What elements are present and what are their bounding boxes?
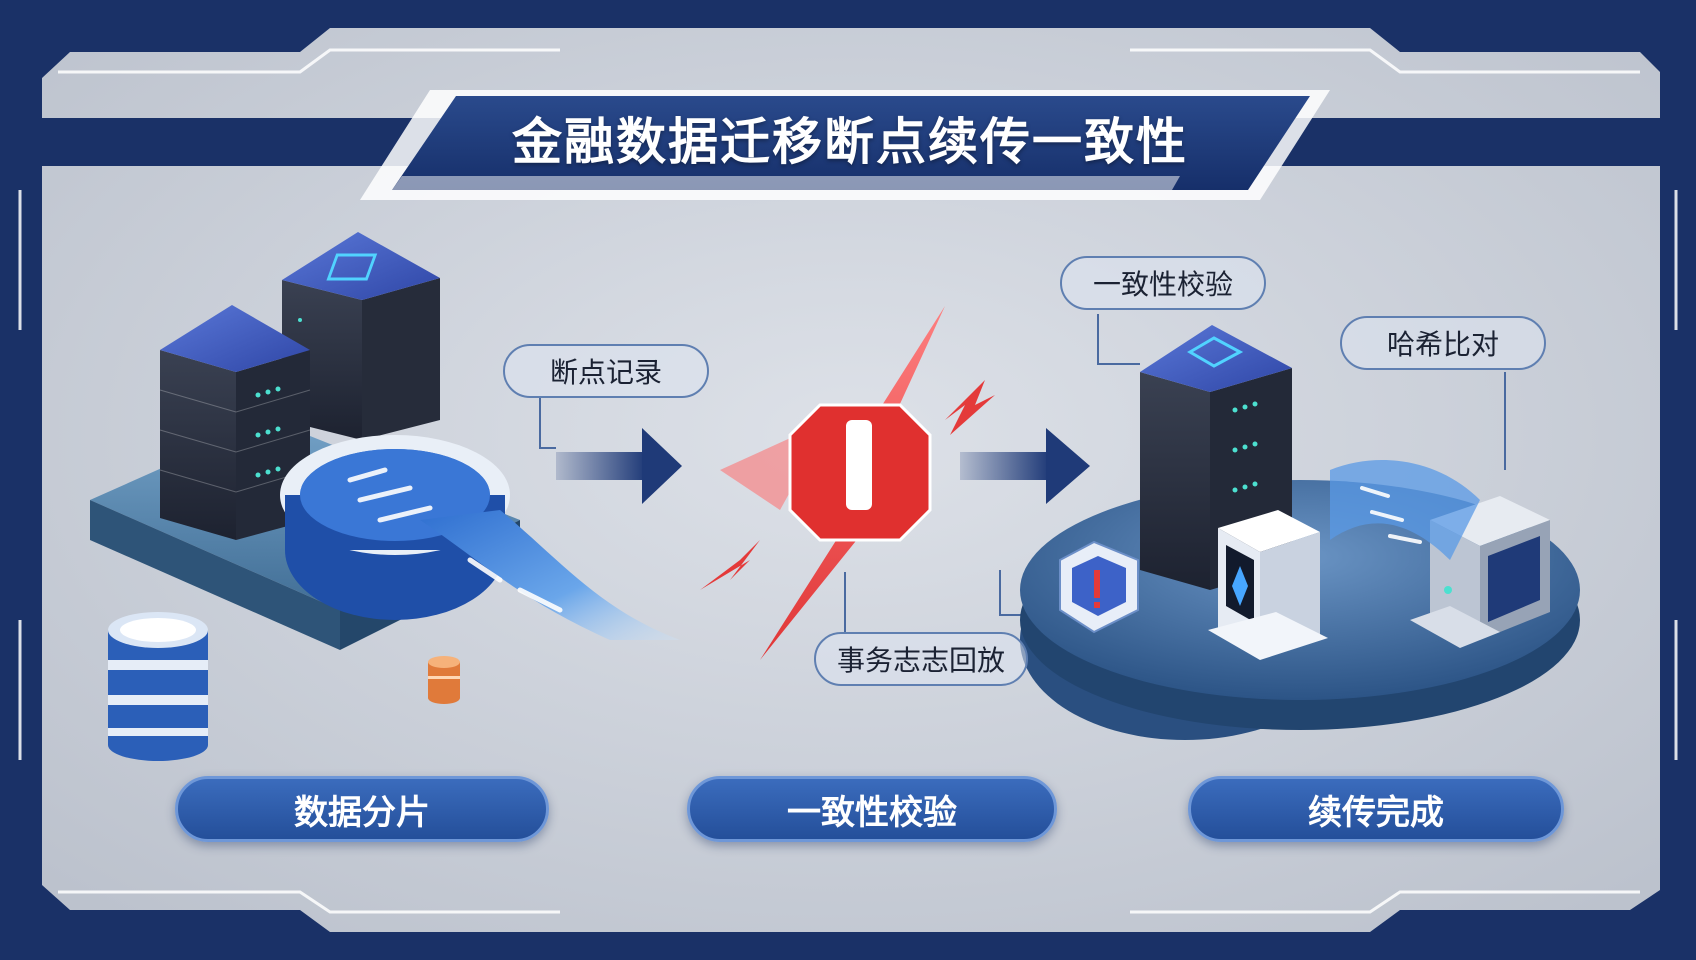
database-cylinder-icon: [428, 656, 460, 704]
right-scene: [1020, 325, 1580, 740]
terminal-pc-icon: [1208, 510, 1328, 660]
callout-hash-compare: 哈希比对: [1340, 316, 1546, 370]
shield-badge-icon: [1059, 540, 1139, 634]
callout-transaction-log-replay: 事务志志回放: [814, 632, 1028, 686]
stage-data-sharding: 数据分片: [175, 776, 549, 842]
left-scene: [90, 232, 680, 761]
title-band-left: [0, 118, 450, 166]
page-title: 金融数据迁移断点续传一致性: [512, 113, 1188, 171]
data-flow-ring-icon: [280, 435, 680, 640]
callout-consistency-check: 一致性校验: [1060, 256, 1266, 310]
database-cylinder-icon: [108, 612, 208, 761]
callout-connectors: [539, 314, 1506, 632]
alert-octagon-icon: [788, 403, 932, 542]
callout-breakpoint-record: 断点记录: [503, 344, 709, 398]
center-alert: [700, 306, 995, 660]
server-rack-icon: [159, 305, 311, 540]
arrow-right-icon: [556, 428, 682, 504]
frame-accents: [18, 48, 1678, 914]
stage-resume-complete: 续传完成: [1188, 776, 1564, 842]
title-plaque: [360, 90, 1330, 200]
arrow-right-icon: [960, 428, 1090, 504]
title-band-right: [1250, 118, 1696, 166]
server-rack-icon: [282, 232, 440, 440]
stage-consistency-check: 一致性校验: [687, 776, 1057, 842]
